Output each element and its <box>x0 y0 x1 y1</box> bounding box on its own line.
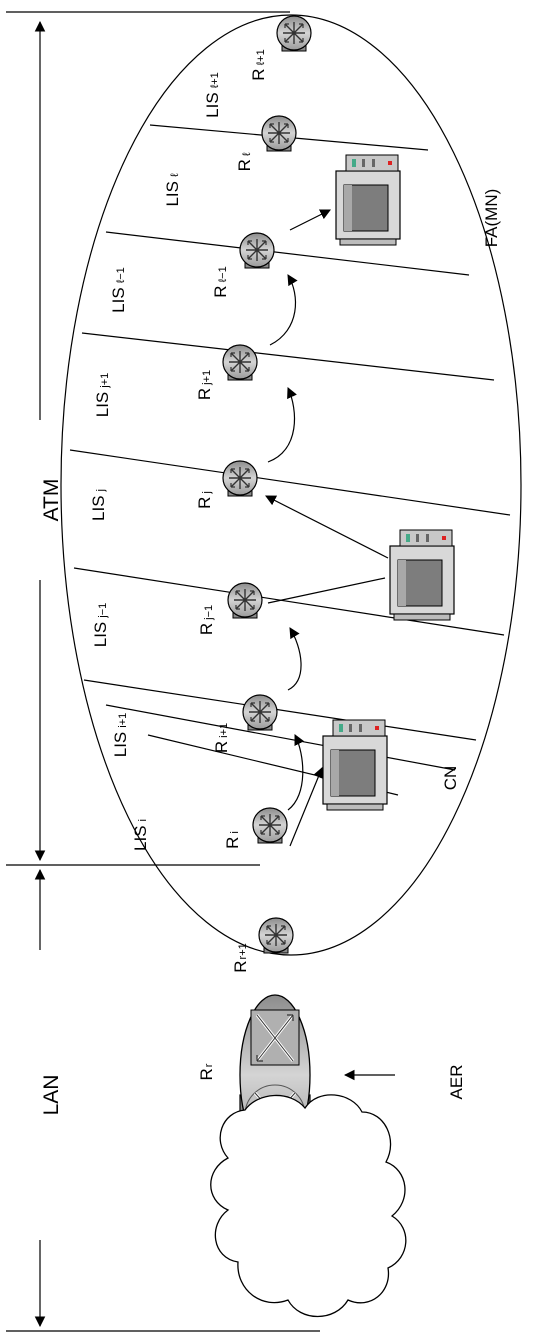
router-icon <box>252 807 288 844</box>
atm-label: ATM <box>40 479 63 522</box>
cn-label: CN <box>441 766 460 791</box>
computer-icon <box>335 154 401 246</box>
computer-icon <box>389 529 455 621</box>
router-icon <box>222 344 258 381</box>
dimension-lines <box>6 11 320 1332</box>
fa-label: FA(MN) <box>482 189 501 248</box>
lis-label-j-1: LISj−1 <box>91 603 110 648</box>
cloud-icon <box>210 1094 407 1318</box>
router-label-i1: Ri+1 <box>212 723 231 753</box>
router-label-j-1: Rj−1 <box>197 605 216 635</box>
lis-label-l: LISℓ <box>163 173 182 207</box>
router-label-j: Rj <box>195 491 214 509</box>
router-label-l-1: Rℓ−1 <box>211 266 230 297</box>
lan-label: LAN <box>40 1075 63 1116</box>
router-icon <box>242 694 278 731</box>
router-icon <box>222 460 258 497</box>
lis-label-i: LISi <box>131 819 150 851</box>
router-label-l1: Rℓ+1 <box>249 49 268 80</box>
router-label-l: Rℓ <box>235 152 254 171</box>
lis-label-l-1: LISℓ−1 <box>109 267 128 313</box>
router-icon <box>276 15 312 52</box>
aer-label: AER <box>447 1065 466 1100</box>
lis-boundaries <box>69 124 511 796</box>
router-label-i: Ri <box>223 831 242 849</box>
lis-label-j: LISj <box>89 489 108 521</box>
signal-arrows <box>265 209 395 1081</box>
lis-label-l1: LISℓ+1 <box>203 72 222 118</box>
lis-label-j1: LISj+1 <box>93 373 112 418</box>
router-label-r: Rr <box>197 1063 216 1080</box>
router-icon <box>227 582 263 619</box>
lis-label-i1: LISi+1 <box>111 713 130 758</box>
computer-icon <box>322 719 388 811</box>
router-label-r1: Rr+1 <box>231 943 250 973</box>
router-label-j1: Rj+1 <box>195 370 214 400</box>
router-icon <box>239 232 275 269</box>
atm-network-ellipse <box>60 14 522 956</box>
router-icon <box>258 917 294 954</box>
router-icon <box>261 115 297 152</box>
